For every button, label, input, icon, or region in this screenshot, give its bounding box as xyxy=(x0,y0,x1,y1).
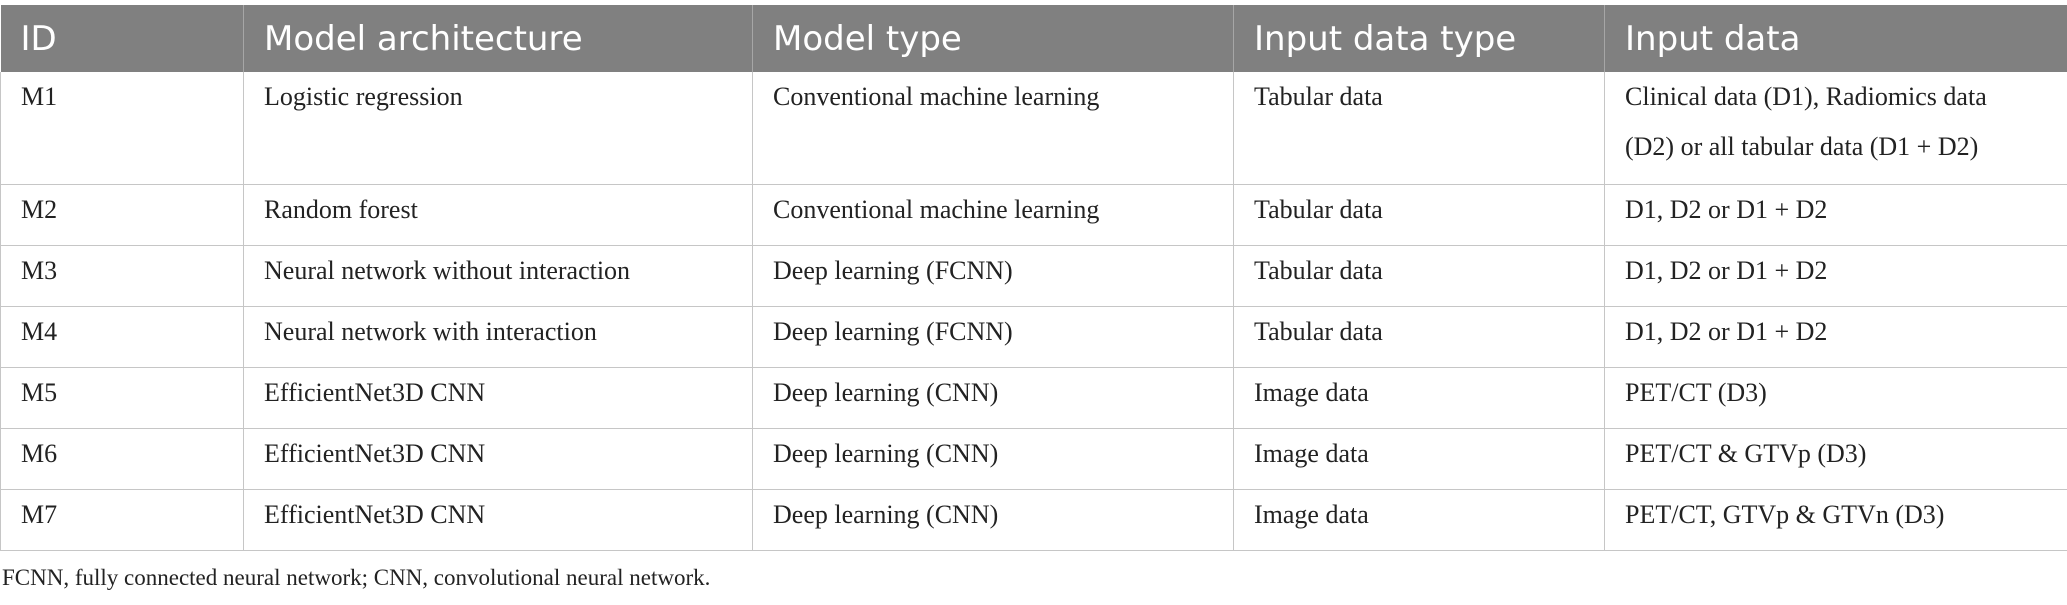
cell-input-data: PET/CT (D3) xyxy=(1604,367,2067,429)
cell-model-type: Deep learning (CNN) xyxy=(752,367,1234,429)
cell-model-architecture: Neural network with interaction xyxy=(243,306,753,368)
cell-input-data: Clinical data (D1), Radiomics data (D2) … xyxy=(1604,72,2067,185)
cell-id: M1 xyxy=(0,72,244,185)
cell-input-data-type: Tabular data xyxy=(1233,72,1605,185)
header-cell-input-data: Input data xyxy=(1604,5,2067,72)
header-row: ID Model architecture Model type Input d… xyxy=(0,5,2067,72)
table-row: M3 Neural network without interaction De… xyxy=(0,245,2067,307)
models-table-container: ID Model architecture Model type Input d… xyxy=(0,5,2067,551)
cell-input-data: PET/CT, GTVp & GTVn (D3) xyxy=(1604,489,2067,551)
table-footnote: FCNN, fully connected neural network; CN… xyxy=(2,565,711,590)
cell-input-data: D1, D2 or D1 + D2 xyxy=(1604,306,2067,368)
cell-id: M7 xyxy=(0,489,244,551)
table-row: M5 EfficientNet3D CNN Deep learning (CNN… xyxy=(0,367,2067,429)
table-header: ID Model architecture Model type Input d… xyxy=(0,5,2067,72)
cell-input-data: PET/CT & GTVp (D3) xyxy=(1604,428,2067,490)
cell-model-architecture: Logistic regression xyxy=(243,72,753,185)
header-cell-input-data-type: Input data type xyxy=(1233,5,1605,72)
cell-model-type: Deep learning (FCNN) xyxy=(752,306,1234,368)
header-cell-id: ID xyxy=(0,5,244,72)
cell-input-data: D1, D2 or D1 + D2 xyxy=(1604,184,2067,246)
table-row: M6 EfficientNet3D CNN Deep learning (CNN… xyxy=(0,428,2067,490)
cell-id: M3 xyxy=(0,245,244,307)
table-body: M1 Logistic regression Conventional mach… xyxy=(0,72,2067,551)
table-row: M4 Neural network with interaction Deep … xyxy=(0,306,2067,368)
cell-model-architecture: EfficientNet3D CNN xyxy=(243,367,753,429)
cell-input-data-type: Tabular data xyxy=(1233,245,1605,307)
cell-input-data: D1, D2 or D1 + D2 xyxy=(1604,245,2067,307)
cell-input-data-type: Tabular data xyxy=(1233,306,1605,368)
header-cell-model-architecture: Model architecture xyxy=(243,5,753,72)
cell-input-data-type: Image data xyxy=(1233,367,1605,429)
table-row: M1 Logistic regression Conventional mach… xyxy=(0,72,2067,185)
header-cell-model-type: Model type xyxy=(752,5,1234,72)
cell-model-type: Conventional machine learning xyxy=(752,72,1234,185)
cell-model-type: Deep learning (FCNN) xyxy=(752,245,1234,307)
cell-model-type: Deep learning (CNN) xyxy=(752,489,1234,551)
models-table: ID Model architecture Model type Input d… xyxy=(0,5,2067,551)
cell-model-architecture: Random forest xyxy=(243,184,753,246)
cell-input-data-type: Image data xyxy=(1233,428,1605,490)
cell-input-data-type: Image data xyxy=(1233,489,1605,551)
cell-model-architecture: EfficientNet3D CNN xyxy=(243,489,753,551)
cell-model-architecture: Neural network without interaction xyxy=(243,245,753,307)
table-row: M2 Random forest Conventional machine le… xyxy=(0,184,2067,246)
cell-model-type: Deep learning (CNN) xyxy=(752,428,1234,490)
cell-model-architecture: EfficientNet3D CNN xyxy=(243,428,753,490)
cell-id: M2 xyxy=(0,184,244,246)
cell-input-data-type: Tabular data xyxy=(1233,184,1605,246)
cell-id: M5 xyxy=(0,367,244,429)
cell-id: M4 xyxy=(0,306,244,368)
cell-model-type: Conventional machine learning xyxy=(752,184,1234,246)
cell-id: M6 xyxy=(0,428,244,490)
table-row: M7 EfficientNet3D CNN Deep learning (CNN… xyxy=(0,489,2067,551)
